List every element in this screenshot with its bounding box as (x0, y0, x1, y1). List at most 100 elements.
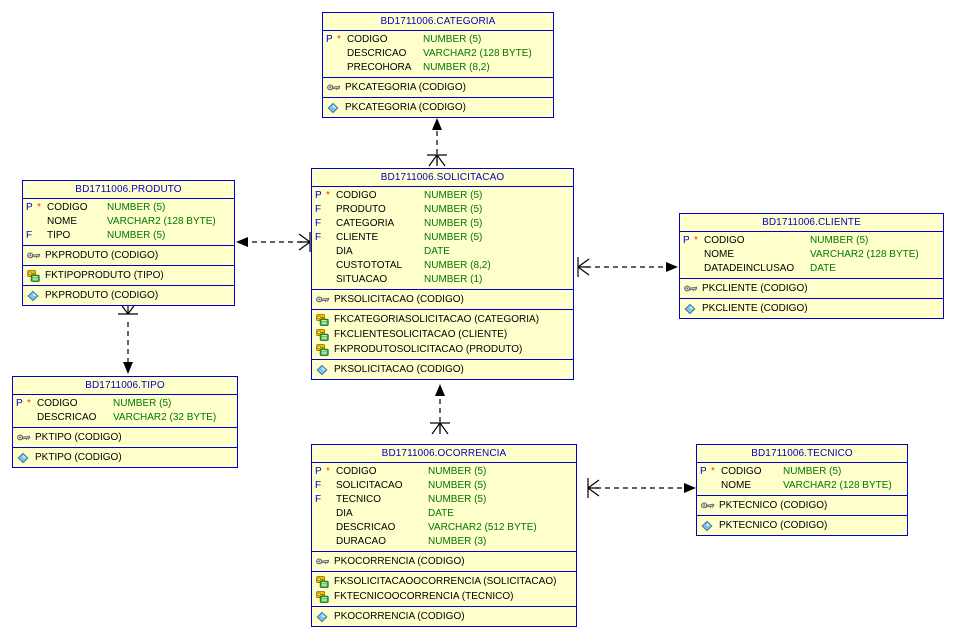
key-index-icon (327, 82, 341, 94)
diamond-constraint-icon (327, 102, 341, 114)
constraint-row[interactable]: PKTECNICO (CODIGO) (697, 518, 907, 533)
index-row[interactable]: PKTECNICO (CODIGO) (697, 498, 907, 513)
column-name: DIA (336, 246, 353, 257)
entity-title-solicitacao: BD1711006.SOLICITACAO (312, 169, 573, 187)
index-row[interactable]: PKCATEGORIA (CODIGO) (323, 80, 553, 95)
column-key-flag: F (26, 230, 33, 241)
column-datatype: VARCHAR2 (128 BYTE) (810, 249, 919, 260)
column-required-marker: * (337, 34, 341, 45)
key-index-icon (17, 432, 31, 444)
fk-key-icon (27, 269, 41, 282)
column-name: CODIGO (336, 190, 377, 201)
column-datatype: NUMBER (8,2) (423, 62, 490, 73)
column-row[interactable]: DIA DATE (312, 245, 573, 259)
column-datatype: NUMBER (3) (428, 536, 487, 547)
column-name: DATADEINCLUSAO (704, 263, 795, 274)
constraint-row[interactable]: PKTIPO (CODIGO) (13, 450, 237, 465)
column-name: CODIGO (347, 34, 388, 45)
column-name: PRECOHORA (347, 62, 412, 73)
fk-key-icon (316, 313, 330, 326)
foreign-key-row[interactable]: FKTECNICOOCORRENCIA (TECNICO) (312, 589, 576, 604)
column-name: CODIGO (721, 466, 762, 477)
column-name: NOME (47, 216, 77, 227)
index-row[interactable]: PKOCORRENCIA (CODIGO) (312, 554, 576, 569)
foreign-key-label: FKCATEGORIASOLICITACAO (CATEGORIA) (334, 314, 540, 325)
column-key-flag: P (26, 202, 33, 213)
column-key-flag: F (315, 232, 322, 243)
index-row[interactable]: PKSOLICITACAO (CODIGO) (312, 292, 573, 307)
foreign-key-row[interactable]: FKTIPOPRODUTO (TIPO) (23, 268, 234, 283)
constraint-row[interactable]: PKCATEGORIA (CODIGO) (323, 100, 553, 115)
column-name: DESCRICAO (37, 412, 97, 423)
constraint-row[interactable]: PKCLIENTE (CODIGO) (680, 301, 943, 316)
constraint-solicitacao: PKSOLICITACAO (CODIGO) (312, 360, 573, 379)
fk-key-icon (316, 590, 330, 603)
column-datatype: NUMBER (5) (428, 480, 487, 491)
constraint-row[interactable]: PKSOLICITACAO (CODIGO) (312, 362, 573, 377)
column-required-marker: * (27, 398, 31, 409)
foreign-key-row[interactable]: FKPRODUTOSOLICITACAO (PRODUTO) (312, 342, 573, 357)
index-row[interactable]: PKPRODUTO (CODIGO) (23, 248, 234, 263)
constraint-row[interactable]: PKOCORRENCIA (CODIGO) (312, 609, 576, 624)
index-label: PKPRODUTO (CODIGO) (45, 250, 159, 261)
column-name: DESCRICAO (336, 522, 396, 533)
column-row[interactable]: DESCRICAO VARCHAR2 (512 BYTE) (312, 521, 576, 535)
foreign-key-row[interactable]: FKSOLICITACAOOCORRENCIA (SOLICITACAO) (312, 574, 576, 589)
index-tipo: PKTIPO (CODIGO) (13, 428, 237, 448)
foreign-key-label: FKTIPOPRODUTO (TIPO) (45, 270, 164, 281)
column-key-flag: F (315, 204, 322, 215)
connector-ocorrencia-tecnico (587, 478, 696, 498)
index-row[interactable]: PKTIPO (CODIGO) (13, 430, 237, 445)
connector-solicitacao-cliente (577, 257, 678, 277)
diamond-constraint-icon (684, 303, 698, 315)
column-name: CODIGO (336, 466, 377, 477)
foreign-key-row[interactable]: FKCLIENTESOLICITACAO (CLIENTE) (312, 327, 573, 342)
entity-title-produto: BD1711006.PRODUTO (23, 181, 234, 199)
constraint-label: PKCATEGORIA (CODIGO) (345, 102, 466, 113)
column-row[interactable]: PRECOHORA NUMBER (8,2) (323, 61, 553, 75)
constraint-row[interactable]: PKPRODUTO (CODIGO) (23, 288, 234, 303)
column-datatype: VARCHAR2 (128 BYTE) (783, 480, 892, 491)
column-datatype: VARCHAR2 (512 BYTE) (428, 522, 537, 533)
column-datatype: DATE (424, 246, 450, 257)
diamond-constraint-icon (27, 290, 41, 302)
connector-solicitacao-produto (236, 232, 311, 252)
index-row[interactable]: PKCLIENTE (CODIGO) (680, 281, 943, 296)
foreign-key-row[interactable]: FKCATEGORIASOLICITACAO (CATEGORIA) (312, 312, 573, 327)
constraint-label: PKTIPO (CODIGO) (35, 452, 122, 463)
column-datatype: NUMBER (5) (424, 232, 483, 243)
